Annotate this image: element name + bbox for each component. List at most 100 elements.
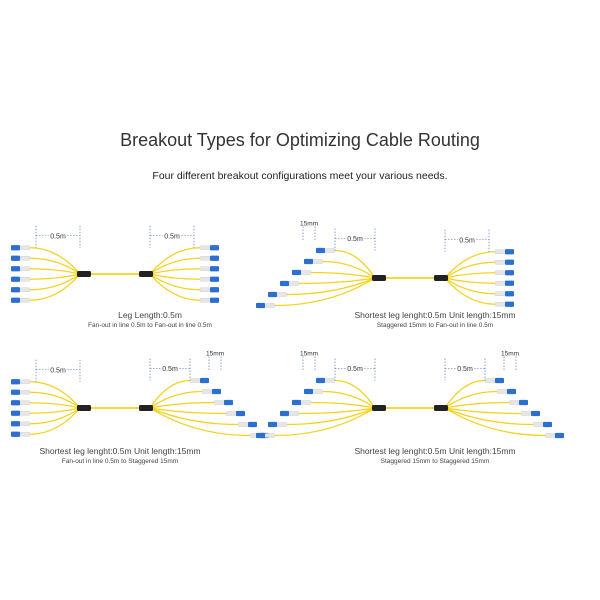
right-fiber-leg [444,251,496,279]
right-leg-dimension: 0.5m [149,225,195,248]
left-connector [11,421,31,427]
connector-body [210,297,219,303]
right-connector [544,432,564,439]
right-connector [199,276,219,282]
connector-boot [520,411,532,416]
connector-boot [312,389,324,394]
left-fiber-leg [29,257,81,275]
connector-boot [19,400,31,405]
connector-body [495,377,504,384]
caption-3-sub: Fan-out in line 0.5m to Staggered 15mm [61,458,179,465]
right-fiber-leg [444,277,496,295]
connector-boot [199,277,211,282]
right-connector [199,245,219,251]
left-connector [11,266,31,272]
connector-boot [19,277,31,282]
right-connector [201,388,221,395]
caption-4-main: Shortest leg lenght:0.5m Unit length:15m… [354,446,516,456]
left-fiber-leg [29,407,81,425]
connector-boot [19,390,31,395]
connector-body [505,259,514,265]
dimension-label: 0.5m [457,366,473,373]
right-connector [237,421,257,428]
dimension-label: 0.5m [347,236,363,243]
left-connector [292,399,312,406]
connector-boot [199,287,211,292]
connector-body [11,410,20,416]
connector-boot [19,298,31,303]
connector-boot [494,291,506,296]
right-stagger-dimension: 15mm [501,351,519,371]
connector-body [210,266,219,272]
left-fiber-leg [286,407,376,426]
left-fiber-leg [274,277,376,307]
connector-boot [324,378,336,383]
right-connector [496,388,516,395]
right-connector [225,410,245,417]
left-connector [11,255,31,261]
page-subtitle: Four different breakout configurations m… [152,170,448,182]
left-connector [316,247,336,254]
connector-body [268,291,277,298]
left-fiber-leg [310,401,376,409]
right-stagger-dimension: 15mm [206,351,224,371]
left-connector [280,410,300,417]
connector-body [212,388,221,395]
left-connector [11,389,31,395]
connector-boot [19,287,31,292]
stagger-label: 15mm [300,221,318,228]
right-fiber-leg [149,379,191,409]
connector-body [256,432,265,439]
right-connector [213,399,233,406]
connector-body [531,410,540,417]
right-connector [532,421,552,428]
left-leg-dimension: 0.5m [35,225,81,248]
connector-body [11,379,20,385]
connector-body [210,245,219,251]
dimension-label: 0.5m [50,233,66,240]
connector-boot [19,411,31,416]
dimension-label: 0.5m [347,366,363,373]
right-connector [494,301,514,307]
right-connector [494,270,514,276]
connector-boot [237,422,249,427]
right-fiber-leg [444,261,496,279]
connector-body [11,297,20,303]
right-fiber-leg [444,407,546,437]
connector-body [11,287,20,293]
left-fiber-leg [310,271,376,279]
dimension-label: 0.5m [164,233,180,240]
connector-boot [532,422,544,427]
left-fiber-leg [29,402,81,409]
left-fiber-leg [322,260,376,279]
connector-body [11,245,20,251]
connector-boot [199,266,211,271]
left-fiber-leg [274,407,376,437]
right-fiber-leg [444,407,534,426]
connector-body [505,270,514,276]
connector-body [11,421,20,427]
connector-body [304,258,313,265]
connector-boot [225,411,237,416]
left-fiber-leg [322,390,376,409]
connector-body [555,432,564,439]
connector-body [11,389,20,395]
connector-body [256,302,265,309]
left-fiber-leg [334,249,376,279]
connector-body [210,276,219,282]
connector-body [210,255,219,261]
connector-boot [300,400,312,405]
connector-body [543,421,552,428]
right-fiber-leg [444,277,496,305]
connector-body [316,247,325,254]
caption-3-main: Shortest leg lenght:0.5m Unit length:15m… [39,446,201,456]
right-connector [494,249,514,255]
connector-body [11,400,20,406]
left-connector [11,400,31,406]
connector-boot [19,266,31,271]
left-stagger-dimension: 15mm [300,351,318,371]
right-connector [199,287,219,293]
right-connector [494,280,514,286]
left-connector [292,269,312,276]
